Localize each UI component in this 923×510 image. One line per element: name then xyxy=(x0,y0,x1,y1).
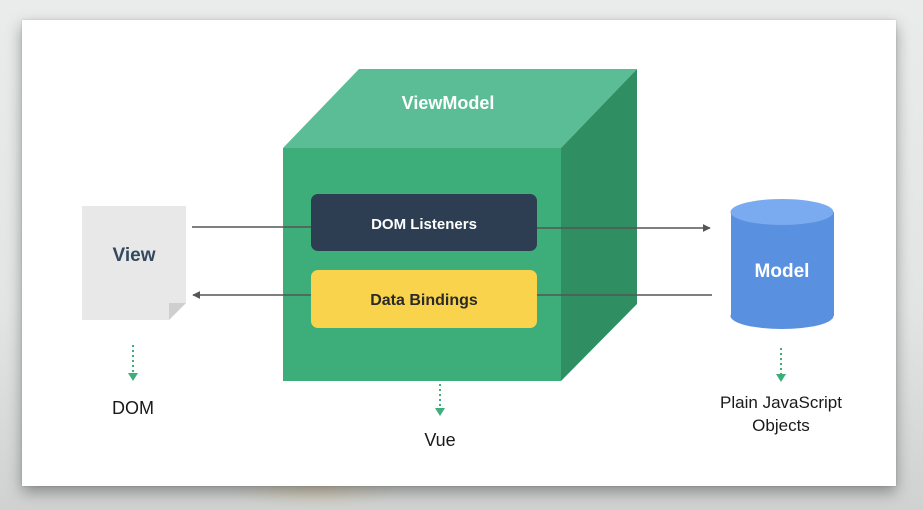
model-caption-line2: Objects xyxy=(752,416,810,435)
model-cylinder-body xyxy=(731,212,834,316)
model-cylinder-bottom xyxy=(730,303,834,329)
model-caption-line1: Plain JavaScript xyxy=(720,393,842,412)
viewmodel-title: ViewModel xyxy=(402,93,495,113)
cube-side-face xyxy=(561,69,637,381)
vue-caption: Vue xyxy=(424,430,455,450)
model-down-arrow xyxy=(776,348,786,382)
data-bindings-box xyxy=(311,270,537,328)
viewmodel-cube: ViewModel xyxy=(283,69,637,381)
model-cylinder-top xyxy=(730,199,834,225)
vue-down-arrow xyxy=(435,384,445,416)
view-down-arrow xyxy=(128,345,138,381)
model-label: Model xyxy=(755,261,810,282)
model-cylinder: Model xyxy=(730,199,834,329)
cube-front-face xyxy=(283,148,561,381)
cube-top-face xyxy=(283,69,637,148)
dom-listeners-box xyxy=(311,194,537,251)
dom-caption: DOM xyxy=(112,398,154,418)
view-label: View xyxy=(113,245,156,266)
view-document-shape xyxy=(82,206,186,320)
data-bindings-label: Data Bindings xyxy=(370,292,478,309)
dom-listeners-label: DOM Listeners xyxy=(371,216,477,233)
view-document-fold xyxy=(169,303,186,320)
view-document: View xyxy=(82,206,186,320)
